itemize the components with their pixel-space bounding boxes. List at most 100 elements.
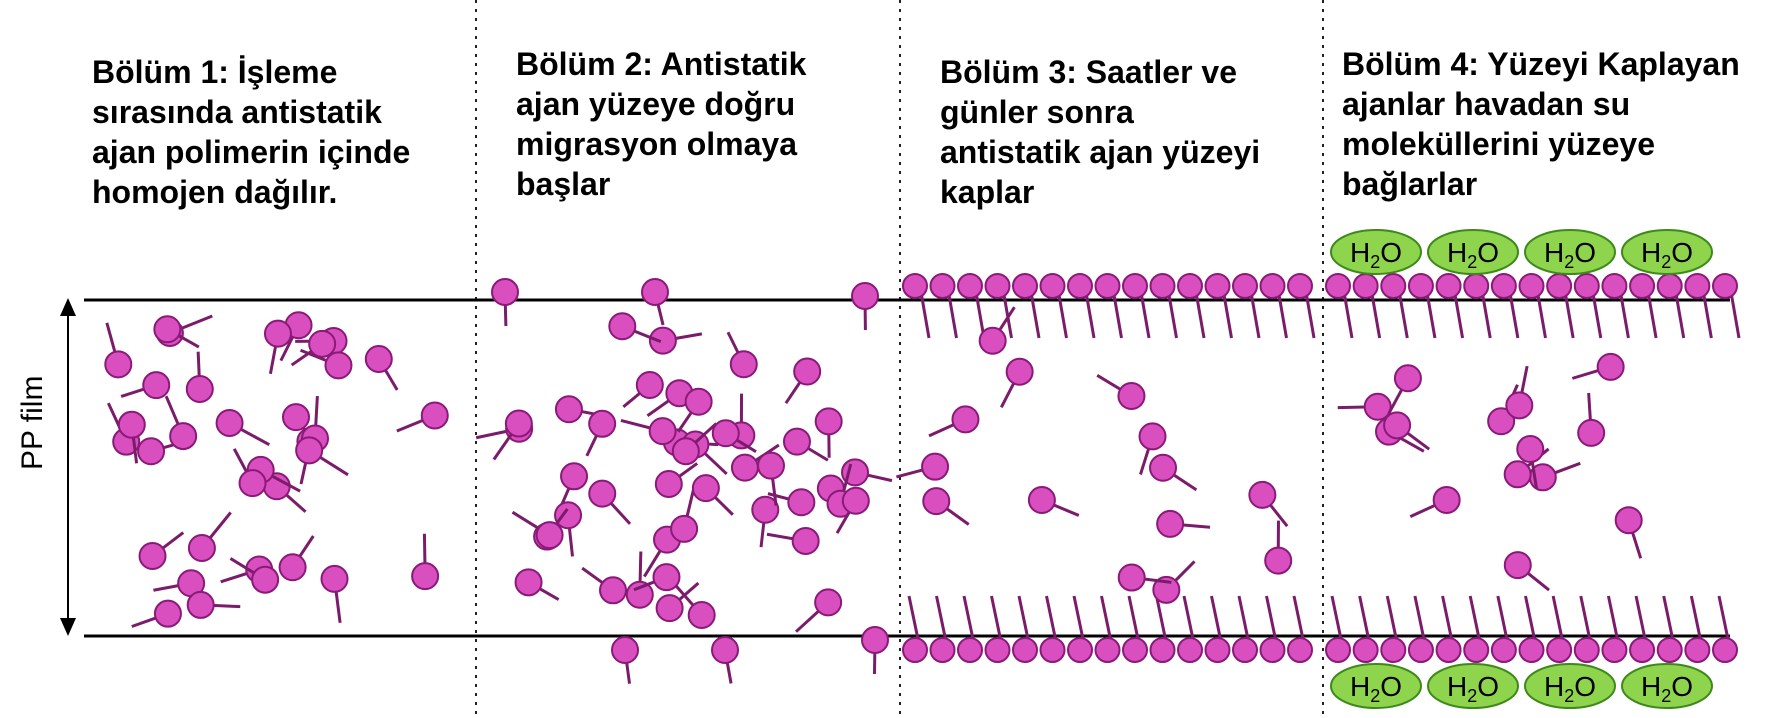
molecule-head — [1713, 638, 1737, 662]
molecule-head — [732, 455, 758, 481]
molecule-head — [1140, 423, 1166, 449]
molecule-head — [980, 328, 1006, 354]
molecule-head — [1492, 638, 1516, 662]
molecule-head — [843, 488, 869, 514]
molecule-head — [1096, 274, 1120, 298]
molecule-head — [1505, 552, 1531, 578]
molecule-head — [637, 372, 663, 398]
molecule-head — [492, 279, 518, 305]
molecule-head — [1123, 274, 1147, 298]
molecule-head — [958, 274, 982, 298]
water-label-o: O — [1574, 671, 1596, 702]
molecule-head — [537, 522, 563, 548]
water-molecule: H2O — [1525, 230, 1615, 274]
water-label-o: O — [1477, 237, 1499, 268]
molecule-head — [903, 274, 927, 298]
molecule-head — [119, 412, 145, 438]
molecule-head — [1575, 274, 1599, 298]
molecule-head — [422, 402, 448, 428]
molecule-head — [143, 372, 169, 398]
molecule-head — [1041, 274, 1065, 298]
molecule-head — [240, 470, 266, 496]
molecule-head — [689, 602, 715, 628]
molecule-head — [1520, 274, 1544, 298]
molecule-head — [1150, 455, 1176, 481]
molecule-head — [1409, 638, 1433, 662]
molecule-head — [1123, 638, 1147, 662]
molecule-head — [1261, 274, 1285, 298]
thickness-arrow — [60, 298, 76, 636]
molecule-head — [1506, 392, 1532, 418]
molecule-head — [931, 638, 955, 662]
molecule-head — [1206, 274, 1230, 298]
water-label-h: H — [1350, 671, 1370, 702]
molecule-head — [1437, 638, 1461, 662]
molecule-head — [1354, 274, 1378, 298]
water-molecule: H2O — [1331, 664, 1421, 708]
molecule-head — [1013, 638, 1037, 662]
molecule-head — [1354, 638, 1378, 662]
molecule-head — [1575, 638, 1599, 662]
water-label-o: O — [1574, 237, 1596, 268]
molecule-head — [815, 589, 841, 615]
molecule-head — [1029, 487, 1055, 513]
molecule-head — [1713, 274, 1737, 298]
molecule-head — [1630, 274, 1654, 298]
molecule-head — [1249, 482, 1275, 508]
molecule-head — [1288, 638, 1312, 662]
water-label-subscript: 2 — [1467, 252, 1477, 272]
molecule-head — [986, 274, 1010, 298]
molecule-head — [952, 406, 978, 432]
molecule-head — [1492, 274, 1516, 298]
water-label-h: H — [1544, 237, 1564, 268]
molecule-head — [1013, 274, 1037, 298]
molecule-head — [816, 408, 842, 434]
molecule-head — [589, 411, 615, 437]
molecule-head — [187, 376, 213, 402]
molecule-head — [1206, 638, 1230, 662]
water-label-o: O — [1477, 671, 1499, 702]
water-molecule: H2O — [1428, 230, 1518, 274]
molecule-head — [1068, 638, 1092, 662]
antistatic-molecules — [105, 274, 1739, 684]
water-label-h: H — [1447, 671, 1467, 702]
water-label-subscript: 2 — [1661, 252, 1671, 272]
molecule-head — [1178, 638, 1202, 662]
water-label-subscript: 2 — [1661, 686, 1671, 706]
molecule-head — [1464, 638, 1488, 662]
molecule-head — [189, 535, 215, 561]
molecule-head — [296, 437, 322, 463]
molecule-head — [1598, 354, 1624, 380]
molecule-head — [217, 410, 243, 436]
molecule-head — [612, 637, 638, 663]
molecule-head — [673, 438, 699, 464]
molecule-head — [1381, 274, 1405, 298]
molecule-head — [309, 331, 335, 357]
molecule-head — [1547, 638, 1571, 662]
molecule-head — [283, 404, 309, 430]
molecule-head — [784, 429, 810, 455]
molecule-head — [561, 463, 587, 489]
molecule-head — [1630, 638, 1654, 662]
molecule-head — [1381, 638, 1405, 662]
molecule-head — [1616, 507, 1642, 533]
molecule-head — [506, 411, 532, 437]
water-molecule: H2O — [1622, 230, 1712, 274]
molecule-head — [516, 569, 542, 595]
water-label-h: H — [1641, 237, 1661, 268]
molecule-head — [1578, 420, 1604, 446]
molecule-head — [1434, 487, 1460, 513]
molecule-head — [1068, 274, 1092, 298]
molecule-head — [322, 566, 348, 592]
water-label-subscript: 2 — [1370, 252, 1380, 272]
molecule-head — [1517, 436, 1543, 462]
molecule-head — [1685, 638, 1709, 662]
molecule-head — [793, 528, 819, 554]
molecule-head — [1157, 511, 1183, 537]
molecule-head — [657, 595, 683, 621]
molecule-head — [852, 283, 878, 309]
molecule-head — [1602, 638, 1626, 662]
molecule-head — [1151, 274, 1175, 298]
molecule-head — [693, 475, 719, 501]
molecule-head — [1178, 274, 1202, 298]
